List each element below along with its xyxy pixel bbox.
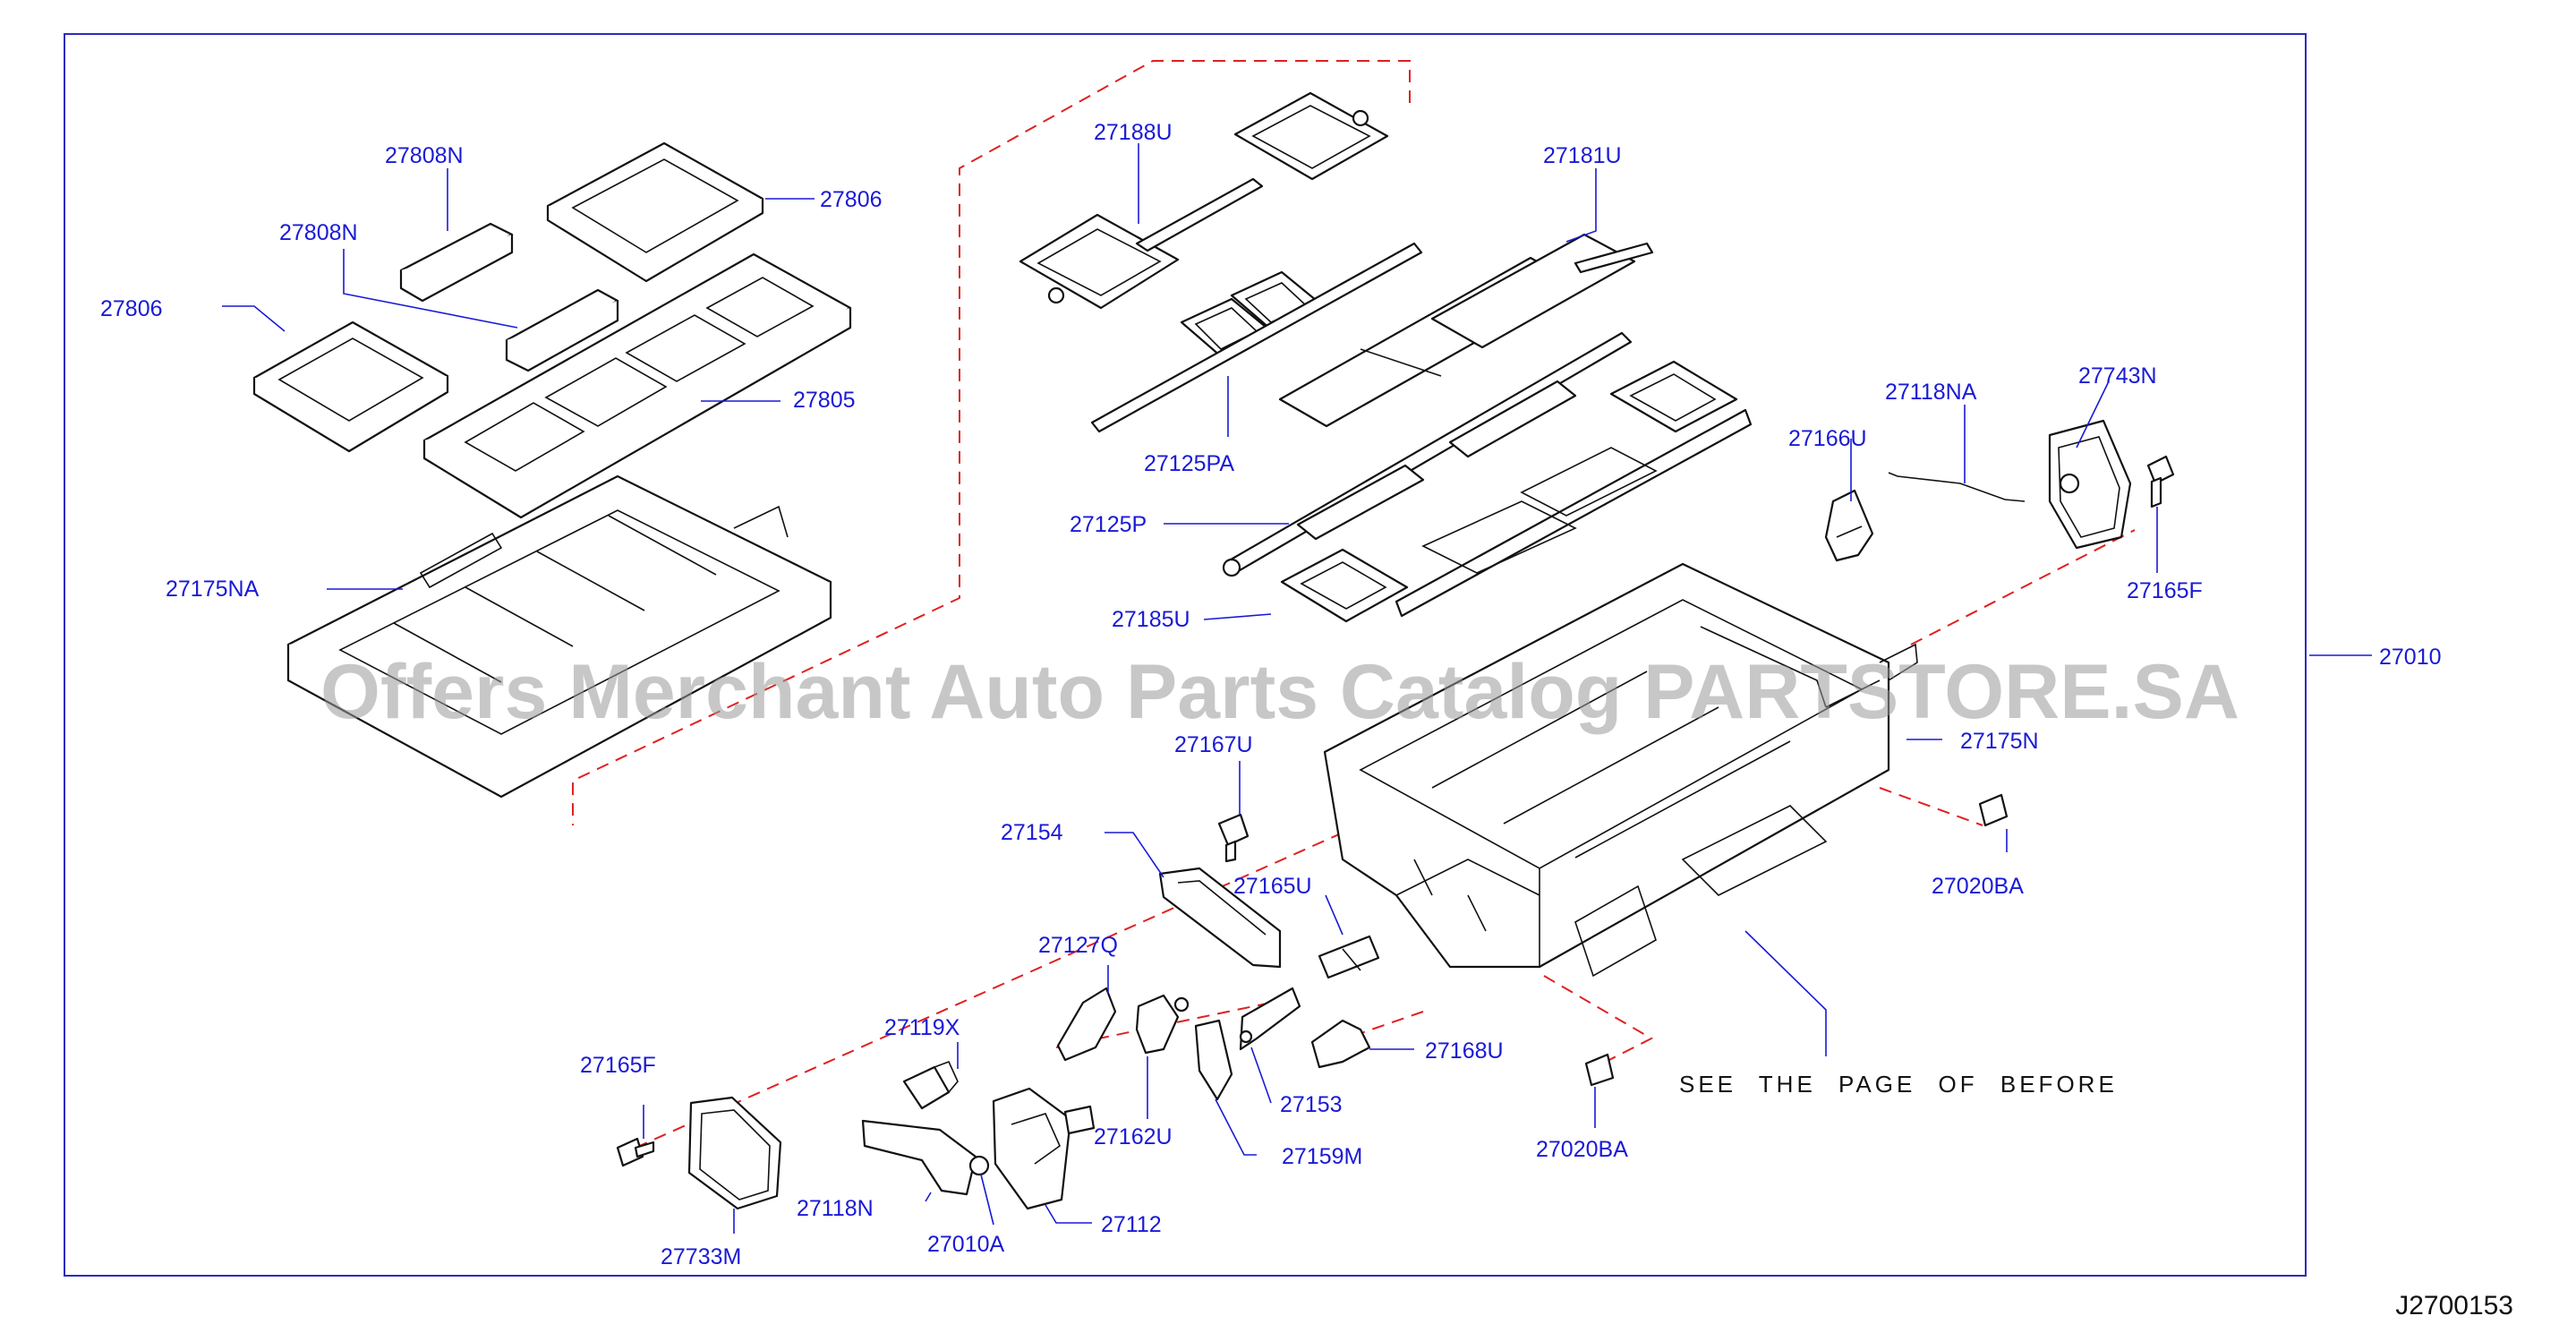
label-27733M[interactable]: 27733M <box>661 1244 741 1269</box>
filter-frame-27806-right <box>546 141 764 283</box>
diagram-frame <box>64 33 2307 1277</box>
label-27119X[interactable]: 27119X <box>884 1015 960 1040</box>
heater-unit-case-27175N <box>1323 562 1918 978</box>
link-27153 <box>1239 987 1301 1051</box>
label-27175NA[interactable]: 27175NA <box>166 577 260 602</box>
actuator-27733M <box>687 1096 782 1210</box>
screw-27165F-right <box>2146 455 2175 508</box>
diagram-code: J2700153 <box>2395 1291 2513 1320</box>
filter-case-27175NA <box>286 474 832 799</box>
label-27112[interactable]: 27112 <box>1101 1212 1162 1237</box>
lever-27154 <box>1158 867 1282 969</box>
link-27162U <box>1135 994 1190 1055</box>
link-27159M <box>1194 1019 1233 1101</box>
label-27188U[interactable]: 27188U <box>1094 120 1173 145</box>
connector-27119X <box>902 1060 959 1110</box>
filter-strip-27808N-lower <box>505 288 619 372</box>
clip-27020BA-right <box>1978 793 2009 827</box>
label-27154[interactable]: 27154 <box>1001 820 1063 845</box>
dashed-line-clip-bottom <box>1543 975 1654 1064</box>
actuator-27743N <box>2048 419 2132 550</box>
filter-strip-27808N-upper <box>399 222 514 303</box>
harness-27118N <box>861 1119 977 1196</box>
label-27118NA[interactable]: 27118NA <box>1885 380 1977 405</box>
link-27168U <box>1310 1019 1371 1069</box>
label-27165F-right[interactable]: 27165F <box>2127 578 2203 603</box>
dashed-line-clip-right <box>1879 787 1983 826</box>
label-27806-right[interactable]: 27806 <box>820 187 883 212</box>
door-27185U <box>1280 360 1753 623</box>
label-27125PA[interactable]: 27125PA <box>1144 451 1234 476</box>
screw-27165F-left <box>616 1137 655 1167</box>
label-27165F-left[interactable]: 27165F <box>580 1053 656 1078</box>
label-27808N-upper[interactable]: 27808N <box>385 143 464 168</box>
label-27125P[interactable]: 27125P <box>1070 512 1147 537</box>
label-27181U[interactable]: 27181U <box>1543 143 1622 168</box>
label-27153[interactable]: 27153 <box>1280 1092 1343 1117</box>
label-27808N-lower[interactable]: 27808N <box>279 220 358 245</box>
label-27168U[interactable]: 27168U <box>1425 1038 1504 1064</box>
rod-27118NA <box>1888 472 2026 502</box>
label-27165U[interactable]: 27165U <box>1233 874 1312 899</box>
mode-door-27188U <box>1019 91 1389 310</box>
motor-27112 <box>992 1087 1096 1210</box>
link-27127Q <box>1056 987 1117 1062</box>
filter-holder-27805 <box>422 252 852 519</box>
see-page-note: SEE THE PAGE OF BEFORE <box>1679 1071 2118 1098</box>
label-27010[interactable]: 27010 <box>2379 645 2442 670</box>
label-27805[interactable]: 27805 <box>793 388 856 413</box>
clip-27167U <box>1217 813 1250 863</box>
door-27181U <box>1278 233 1654 428</box>
label-27185U[interactable]: 27185U <box>1112 607 1190 632</box>
label-27167U[interactable]: 27167U <box>1174 732 1253 757</box>
filter-frame-27806-left <box>252 320 449 453</box>
link-27165U <box>1318 935 1380 979</box>
washer-27010A <box>968 1155 990 1176</box>
label-27166U[interactable]: 27166U <box>1788 426 1867 451</box>
lever-27166U <box>1824 489 1874 562</box>
clip-27020BA-bottom <box>1584 1053 1615 1087</box>
shaft-27125P <box>1222 331 1633 577</box>
label-27020BA-right[interactable]: 27020BA <box>1932 874 2024 899</box>
label-27127Q[interactable]: 27127Q <box>1038 933 1118 958</box>
dashed-line-actuator-right <box>1910 529 2136 645</box>
door-27125PA <box>1090 242 1423 433</box>
label-27020BA-bottom[interactable]: 27020BA <box>1536 1137 1628 1162</box>
dashed-boundary-upper <box>572 60 1411 825</box>
label-27118N[interactable]: 27118N <box>797 1196 874 1221</box>
part-labels: 27808N 27806 27808N 27806 27805 27175NA … <box>100 120 2442 1269</box>
label-27010A[interactable]: 27010A <box>927 1232 1005 1257</box>
label-27162U[interactable]: 27162U <box>1094 1124 1173 1149</box>
label-27159M[interactable]: 27159M <box>1282 1144 1362 1169</box>
label-27175N[interactable]: 27175N <box>1960 729 2039 754</box>
label-27743N[interactable]: 27743N <box>2078 363 2157 389</box>
label-27806-left[interactable]: 27806 <box>100 296 163 321</box>
watermark-text: Offers Merchant Auto Parts Catalog PARTS… <box>320 649 2239 735</box>
leader-lines <box>222 143 2372 1234</box>
